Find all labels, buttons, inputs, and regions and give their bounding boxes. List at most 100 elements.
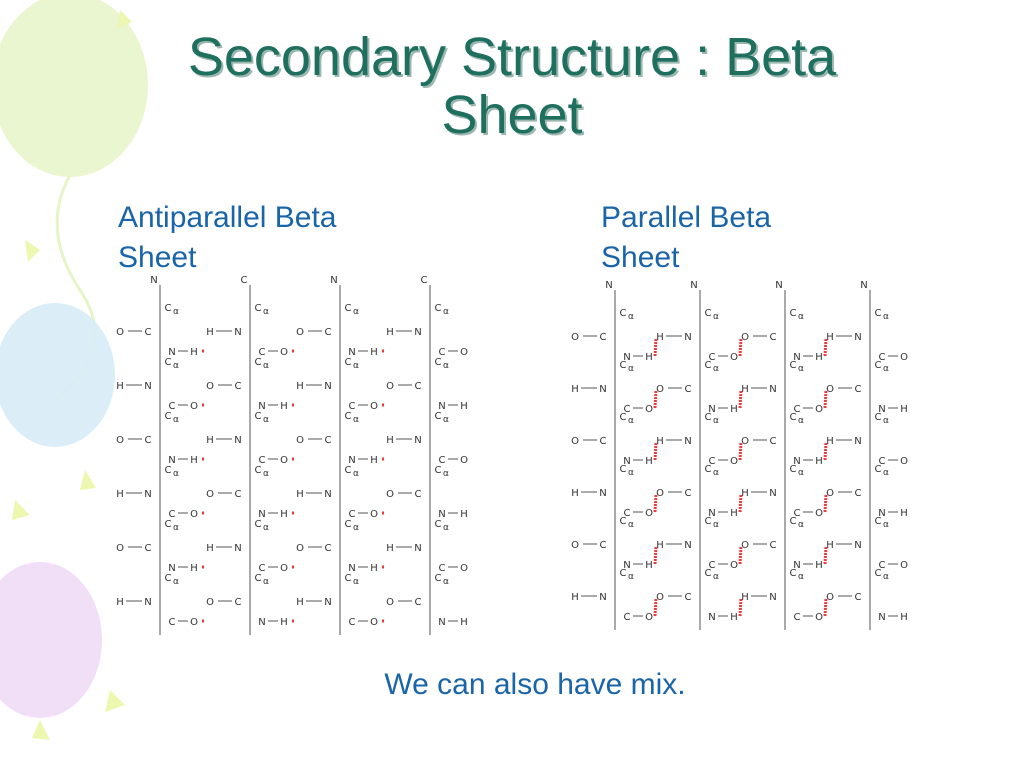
atom-label: H — [280, 401, 288, 412]
atom-label: N — [605, 280, 612, 291]
atom-label: H — [296, 489, 304, 500]
atom-label: O — [116, 435, 124, 446]
atom-label: N — [168, 563, 175, 574]
atom-label: α — [353, 361, 359, 371]
atom-label: α — [628, 468, 634, 478]
atom-label: α — [263, 361, 269, 371]
atom-label: C — [709, 352, 716, 363]
atom-label: α — [713, 312, 719, 322]
antiparallel-beta-sheet-diagram: NCαOCNHCαHNCOCαOCNHCαHNCOCαOCNHCαHNCONCC… — [116, 275, 468, 635]
atom-label: H — [741, 488, 749, 499]
hydrogen-bond — [823, 441, 828, 461]
atom-label: C — [435, 465, 442, 476]
atom-label: α — [173, 307, 179, 317]
atom-label: H — [280, 617, 288, 628]
atom-label: O — [460, 347, 468, 358]
atom-label: O — [815, 612, 823, 623]
atom-label: C — [685, 488, 692, 499]
atom-label: C — [255, 573, 262, 584]
hydrogen-bond — [738, 337, 743, 357]
atom-label: α — [883, 416, 889, 426]
atom-label: N — [168, 455, 175, 466]
atom-label: α — [173, 577, 179, 587]
atom-label: C — [624, 508, 631, 519]
atom-label: α — [443, 307, 449, 317]
atom-label: H — [190, 563, 198, 574]
atom-label: O — [206, 489, 214, 500]
antiparallel-label: Antiparallel Beta Sheet — [118, 198, 438, 278]
atom-label: C — [685, 592, 692, 603]
atom-label: N — [769, 592, 776, 603]
atom-label: N — [854, 332, 861, 343]
atom-label: N — [775, 280, 782, 291]
atom-label: C — [879, 456, 886, 467]
atom-label: O — [370, 617, 378, 628]
atom-label: C — [875, 360, 882, 371]
antiparallel-label-line-2: Sheet — [118, 241, 197, 274]
atom-label: H — [116, 381, 124, 392]
hydrogen-bond — [653, 337, 658, 357]
atom-label: N — [330, 275, 337, 286]
atom-label: N — [878, 404, 885, 415]
atom-label: α — [628, 364, 634, 374]
atom-label: H — [460, 401, 468, 412]
atom-label: C — [169, 509, 176, 520]
atom-label: α — [798, 520, 804, 530]
atom-label: C — [620, 516, 627, 527]
atom-label: α — [353, 523, 359, 533]
atom-label: O — [826, 592, 834, 603]
atom-label: α — [798, 312, 804, 322]
caption: We can also have mix. — [384, 668, 686, 701]
atom-label: C — [790, 516, 797, 527]
atom-label: α — [353, 415, 359, 425]
atom-label: α — [263, 523, 269, 533]
atom-label: C — [421, 275, 428, 286]
atom-label: C — [879, 560, 886, 571]
atom-label: O — [190, 617, 198, 628]
atom-label: C — [770, 332, 777, 343]
atom-label: C — [165, 303, 172, 314]
atom-label: N — [348, 563, 355, 574]
atom-label: C — [705, 568, 712, 579]
atom-label: H — [900, 404, 908, 415]
atom-label: O — [645, 612, 653, 623]
atom-label: α — [713, 468, 719, 478]
hydrogen-bond — [738, 545, 743, 565]
atom-label: α — [263, 415, 269, 425]
atom-label: C — [255, 303, 262, 314]
atom-label: C — [600, 332, 607, 343]
atom-label: O — [116, 543, 124, 554]
atom-label: H — [280, 509, 288, 520]
atom-label: C — [439, 455, 446, 466]
atom-label: C — [145, 435, 152, 446]
atom-label: C — [770, 540, 777, 551]
atom-label: C — [259, 455, 266, 466]
atom-label: C — [705, 464, 712, 475]
atom-label: H — [206, 543, 214, 554]
atom-label: C — [259, 347, 266, 358]
atom-label: α — [353, 469, 359, 479]
atom-label: N — [258, 401, 265, 412]
atom-label: C — [855, 488, 862, 499]
atom-label: N — [438, 401, 445, 412]
atom-label: H — [826, 436, 834, 447]
atom-label: H — [206, 435, 214, 446]
atom-label: N — [234, 327, 241, 338]
atom-label: C — [875, 412, 882, 423]
atom-label: O — [741, 436, 749, 447]
atom-label: N — [144, 597, 151, 608]
atom-label: N — [690, 280, 697, 291]
parallel-label-line-1: Parallel Beta — [601, 201, 772, 234]
hydrogen-bond — [653, 493, 658, 513]
atom-label: N — [684, 436, 691, 447]
atom-label: O — [645, 404, 653, 415]
atom-label: C — [165, 411, 172, 422]
atom-label: O — [571, 332, 579, 343]
atom-label: H — [386, 327, 394, 338]
confetti — [118, 10, 132, 28]
atom-label: C — [620, 412, 627, 423]
atom-label: N — [168, 347, 175, 358]
atom-label: C — [709, 560, 716, 571]
atom-label: H — [386, 543, 394, 554]
atom-label: α — [883, 520, 889, 530]
